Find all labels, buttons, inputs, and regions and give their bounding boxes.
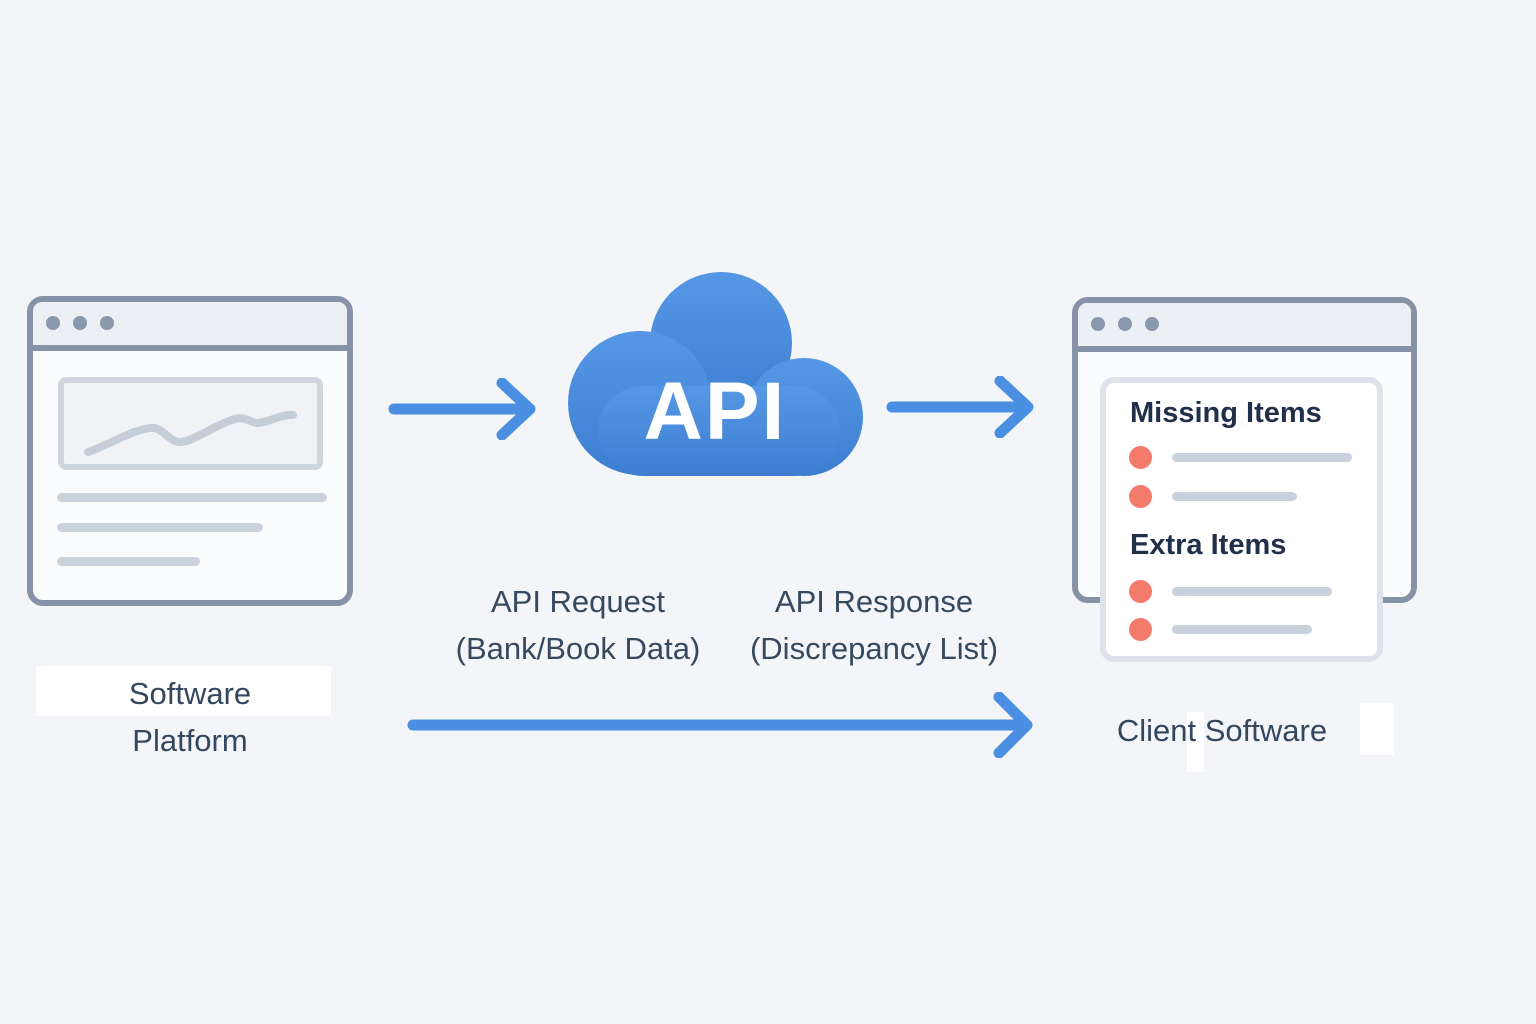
api-request-label-line2: (Bank/Book Data) bbox=[455, 631, 701, 666]
text-line-placeholder bbox=[57, 557, 200, 566]
api-request-label-line1: API Request bbox=[490, 584, 666, 619]
list-item-placeholder bbox=[1172, 492, 1297, 501]
api-response-label-line1: API Response bbox=[774, 584, 974, 619]
bullet-dot-icon bbox=[1129, 580, 1152, 603]
background-highlight bbox=[1187, 712, 1204, 772]
discrepancy-list-card: Missing Items Extra Items bbox=[1100, 377, 1383, 662]
window-dot-icon bbox=[73, 316, 87, 330]
list-item-placeholder bbox=[1172, 587, 1332, 596]
text-line-placeholder bbox=[57, 493, 327, 502]
window-titlebar bbox=[33, 302, 347, 351]
window-titlebar bbox=[1078, 303, 1411, 352]
api-cloud-icon bbox=[568, 272, 863, 476]
bullet-dot-icon bbox=[1129, 618, 1152, 641]
background-highlight bbox=[36, 666, 331, 716]
api-response-label-line2: (Discrepancy List) bbox=[749, 631, 999, 666]
client-software-label: Client Software bbox=[1116, 713, 1328, 748]
software-platform-label-line1: Software bbox=[128, 676, 252, 711]
window-body bbox=[33, 351, 347, 600]
software-platform-label: Software Platform bbox=[40, 670, 340, 764]
window-dot-icon bbox=[100, 316, 114, 330]
window-dot-icon bbox=[1145, 317, 1159, 331]
bullet-dot-icon bbox=[1129, 485, 1152, 508]
bullet-dot-icon bbox=[1129, 446, 1152, 469]
api-request-label: API Request (Bank/Book Data) bbox=[418, 578, 738, 672]
response-arrow-icon bbox=[886, 376, 1034, 438]
line-chart-placeholder bbox=[58, 377, 323, 470]
api-label: API bbox=[643, 366, 787, 457]
api-response-label: API Response (Discrepancy List) bbox=[714, 578, 1034, 672]
request-arrow-icon bbox=[388, 378, 536, 440]
data-flow-arrow-icon bbox=[407, 692, 1033, 758]
software-platform-window bbox=[27, 296, 353, 606]
sketch-line-chart-icon bbox=[84, 410, 297, 456]
list-item-placeholder bbox=[1172, 453, 1352, 462]
extra-items-heading: Extra Items bbox=[1130, 529, 1287, 561]
software-platform-label-line2: Platform bbox=[132, 723, 248, 758]
window-dot-icon bbox=[46, 316, 60, 330]
missing-items-heading: Missing Items bbox=[1130, 397, 1322, 429]
background-highlight bbox=[1360, 703, 1394, 755]
window-dot-icon bbox=[1118, 317, 1132, 331]
list-item-placeholder bbox=[1172, 625, 1312, 634]
text-line-placeholder bbox=[57, 523, 263, 532]
window-dot-icon bbox=[1091, 317, 1105, 331]
